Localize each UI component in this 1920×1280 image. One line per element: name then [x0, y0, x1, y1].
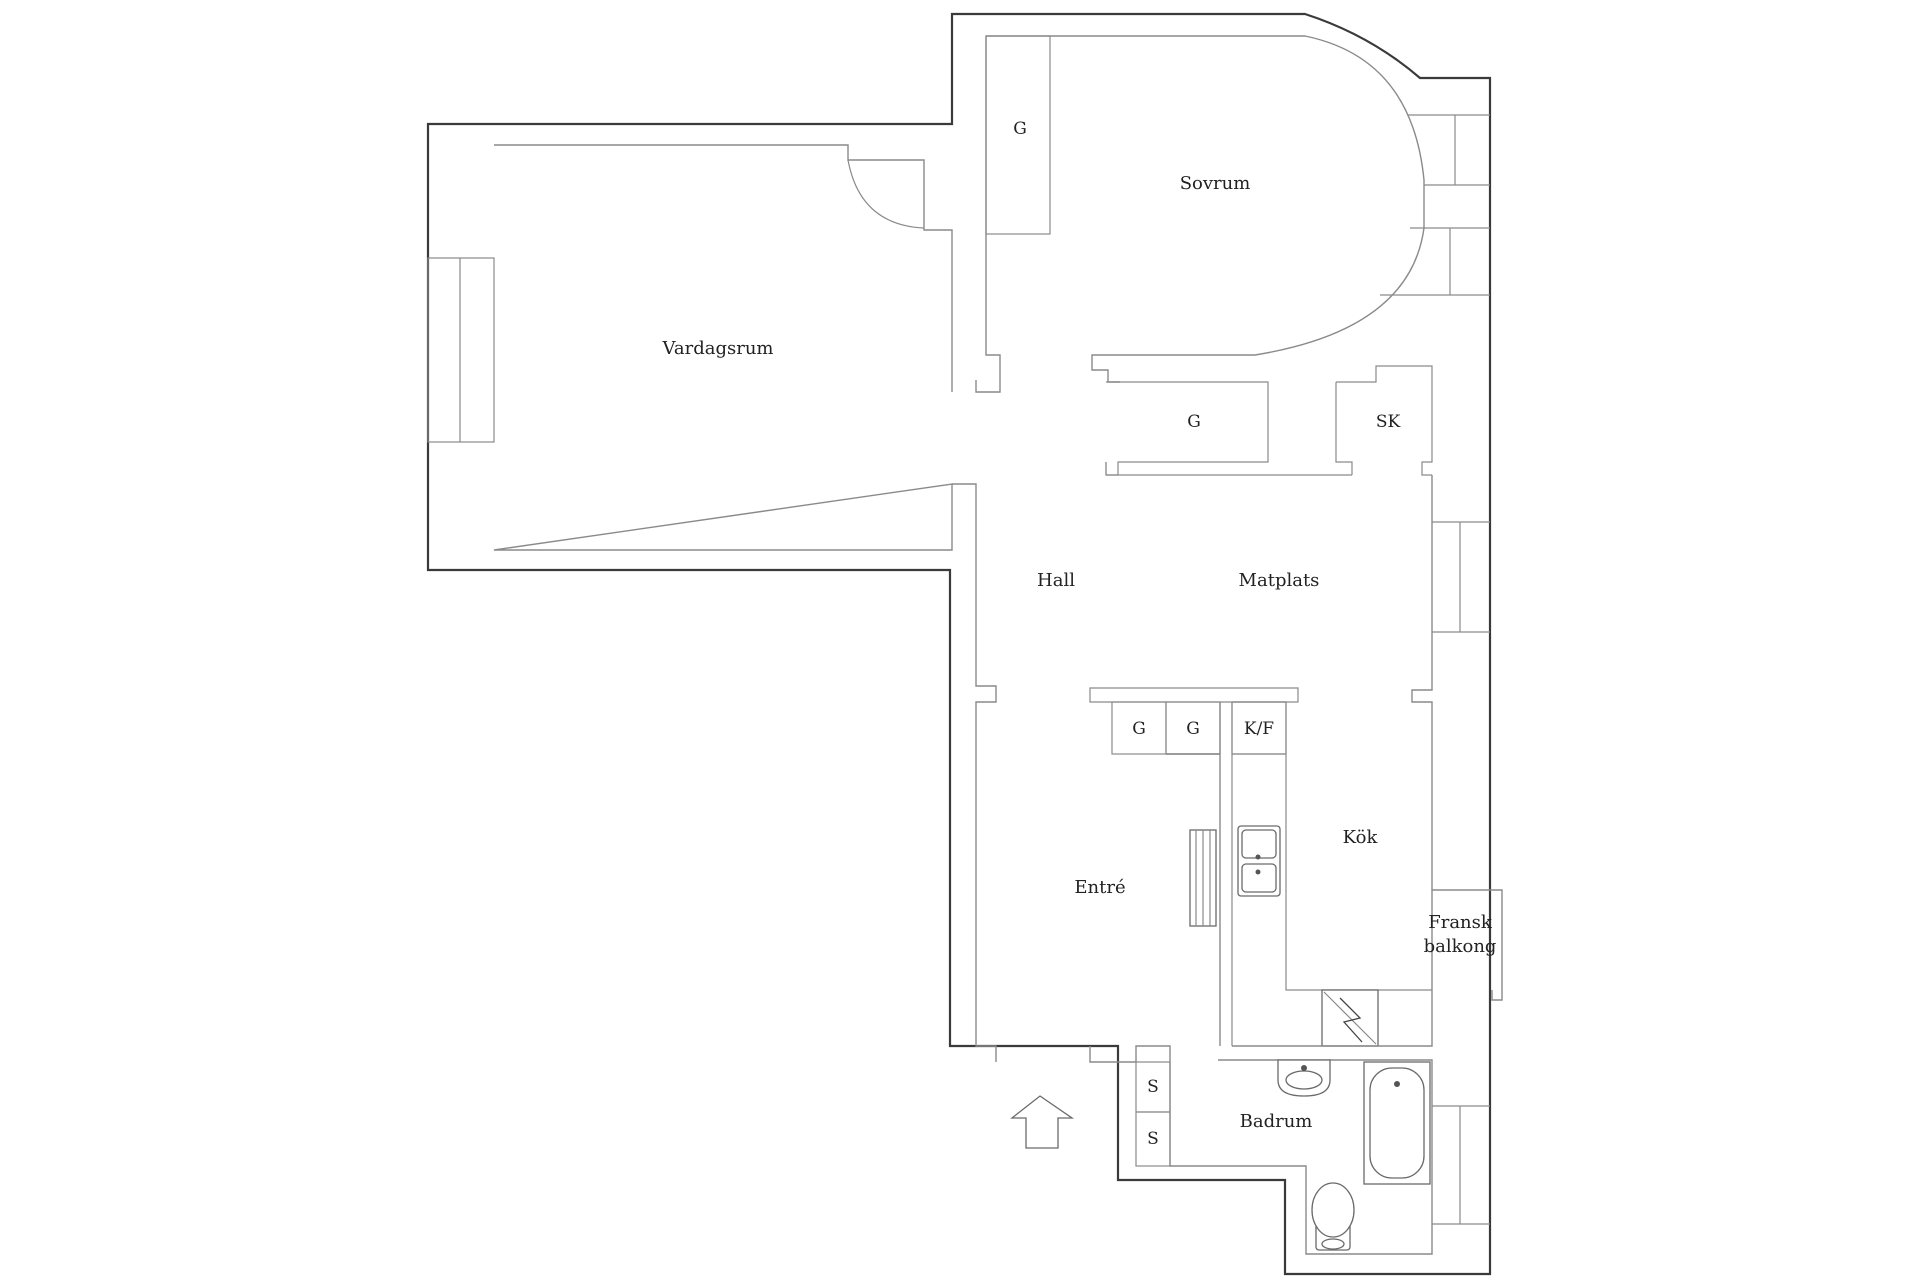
label-fridge-freezer: K/F — [1244, 719, 1274, 739]
living-room-window — [427, 257, 495, 443]
stove-icon — [1321, 989, 1379, 1047]
living-room-door — [847, 159, 925, 229]
label-bath-cabinet-1: S — [1147, 1077, 1159, 1097]
fridge-freezer — [1231, 701, 1287, 755]
dining-right-wall — [1411, 475, 1433, 890]
label-entrance-wardrobe-1: G — [1132, 719, 1146, 739]
bathroom-window — [1432, 1105, 1490, 1225]
cleaning-cabinet — [1335, 365, 1433, 476]
label-bedroom: Sovrum — [1180, 173, 1251, 194]
entrance-kitchen-wall — [1166, 702, 1221, 1046]
label-dining: Matplats — [1239, 570, 1320, 591]
outer-wall — [426, 12, 1492, 1276]
bedroom-wall — [975, 35, 1425, 393]
toilet-icon — [1311, 1182, 1355, 1251]
radiator-icon — [1189, 829, 1217, 927]
bath-cabinet-2 — [1135, 1111, 1171, 1167]
label-entrance-wardrobe-2: G — [1186, 719, 1200, 739]
label-cleaning-cabinet: SK — [1376, 412, 1401, 432]
washbasin-icon — [1277, 1059, 1331, 1097]
label-bathroom: Badrum — [1240, 1111, 1313, 1132]
label-french-balcony-1: Fransk — [1428, 912, 1493, 933]
label-hall-wardrobe: G — [1187, 412, 1201, 432]
hall-left-wall — [952, 483, 997, 1062]
bathtub-icon — [1363, 1061, 1431, 1185]
label-bedroom-wardrobe: G — [1013, 119, 1027, 139]
label-entrance: Entré — [1074, 877, 1125, 898]
kitchen-bottom-wall — [1232, 889, 1503, 1047]
label-kitchen: Kök — [1343, 827, 1379, 848]
double-sink-icon — [1237, 825, 1281, 897]
dining-window — [1432, 521, 1490, 633]
bedroom-wardrobe — [985, 35, 1051, 235]
entrance-divider — [1089, 687, 1299, 703]
living-room-wall — [493, 144, 953, 551]
bedroom-window — [1380, 114, 1490, 296]
label-living-room: Vardagsrum — [662, 338, 774, 359]
label-hall: Hall — [1037, 570, 1075, 591]
label-bath-cabinet-2: S — [1147, 1129, 1159, 1149]
label-french-balcony-2: balkong — [1424, 936, 1497, 957]
arrow-up-icon — [1010, 1095, 1075, 1149]
